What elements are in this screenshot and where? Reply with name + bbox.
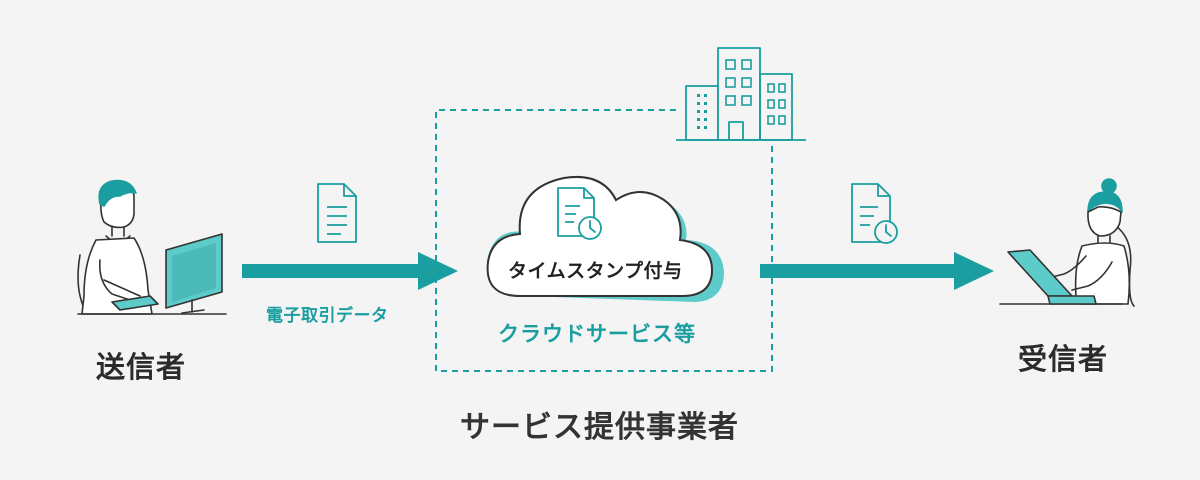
document-icon: [317, 183, 357, 243]
data-label: 電子取引データ: [266, 306, 389, 326]
clock-icon-right: [874, 220, 898, 244]
building-office-windows: [725, 59, 786, 125]
timestamped-document-icon: [851, 183, 891, 243]
building-icon: [676, 47, 806, 141]
sender-illustration: [77, 179, 227, 315]
deliver-arrow: [760, 252, 994, 290]
timestamp-label: タイムスタンプ付与: [508, 260, 683, 282]
receiver-label: 受信者: [1018, 342, 1109, 376]
cloud-service-label: クラウドサービス等: [498, 322, 696, 346]
receiver-illustration: [999, 178, 1135, 307]
sender-label: 送信者: [96, 350, 187, 384]
clock-icon: [578, 216, 602, 240]
send-arrow: [242, 252, 458, 290]
service-provider-boundary: [435, 109, 773, 372]
service-provider-label: サービス提供事業者: [460, 410, 739, 445]
cloud-shape: [486, 176, 724, 302]
building-windows: [697, 94, 707, 129]
